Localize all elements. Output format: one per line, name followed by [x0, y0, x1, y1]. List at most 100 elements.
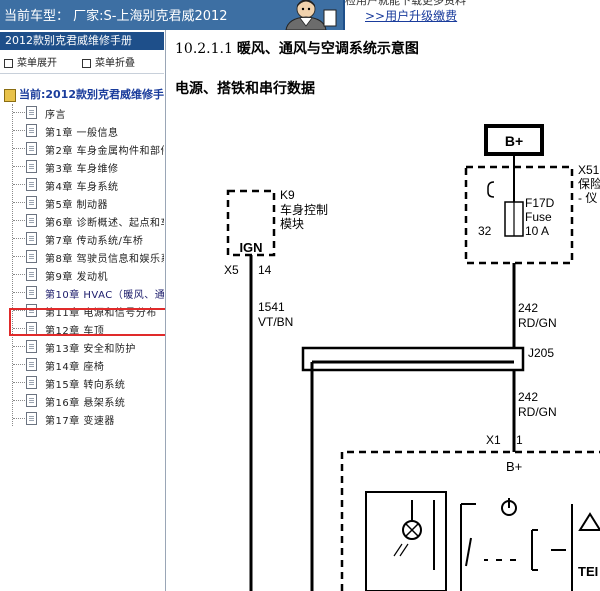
- wiring-diagram: B+ X51 保险 - 仪 F17D Fuse 10 A 32 K9 车身控制 …: [224, 124, 600, 591]
- document-icon: [26, 394, 37, 407]
- document-icon: [26, 268, 37, 281]
- x1-label: X1: [486, 433, 501, 447]
- document-icon: [26, 412, 37, 425]
- sidebar-tree-item[interactable]: 第14章 座椅: [0, 356, 164, 373]
- tree-item-label: 第12章 车顶: [45, 326, 105, 337]
- current-car-label: 当前车型： 厂家:S-上海别克君威2012: [4, 9, 228, 24]
- expand-menu-label: 菜单展开: [17, 58, 57, 69]
- support-person-icon: [285, 0, 337, 30]
- tree-item-label: 第8章 驾驶员信息和娱乐系统: [45, 254, 164, 265]
- upgrade-link[interactable]: >>用户升级缴费: [365, 9, 458, 23]
- tree-connector: [13, 292, 25, 293]
- sidebar-tree-item[interactable]: 第6章 诊断概述、起点和车辆: [0, 212, 164, 229]
- sidebar-tree-item[interactable]: 第10章 HVAC（暖风、通风与空调）: [0, 284, 164, 301]
- sidebar-tree-item[interactable]: 第4章 车身系统: [0, 176, 164, 193]
- tree-connector: [13, 256, 25, 257]
- wire-242-circuit: 242: [518, 301, 538, 315]
- fuse-block-name-1: 保险: [578, 176, 600, 191]
- sidebar-tree-item[interactable]: 第1章 一般信息: [0, 122, 164, 139]
- lamp-rays: [393, 543, 409, 557]
- sidebar-tree-item[interactable]: 序言: [0, 104, 164, 121]
- document-icon: [26, 376, 37, 389]
- lamp-cross: [404, 522, 420, 538]
- lamp-circuit-box: [365, 491, 447, 591]
- warning-triangle-icon: [578, 512, 600, 531]
- tree-item-label: 第7章 传动系统/车桥: [45, 236, 144, 247]
- k9-name-2: 模块: [280, 217, 304, 231]
- tree-connector: [13, 148, 25, 149]
- sidebar-tree-item[interactable]: 第17章 变速器: [0, 410, 164, 427]
- document-icon: [26, 286, 37, 299]
- document-icon: [26, 106, 37, 119]
- tree-guide-line: [12, 104, 13, 426]
- tree-connector: [13, 238, 25, 239]
- tree-item-label: 第9章 发动机: [45, 272, 109, 283]
- ign-label: IGN: [239, 240, 262, 255]
- sidebar-tree-item[interactable]: 第2章 车身金属构件和部件: [0, 140, 164, 157]
- tree-connector: [13, 346, 25, 347]
- tree-item-label: 第2章 车身金属构件和部件: [45, 146, 164, 157]
- x5-label: X5: [224, 263, 239, 277]
- fuse-id: F17D: [525, 196, 555, 210]
- hvac-module-outline: [340, 450, 600, 591]
- splice-pack: [301, 346, 525, 372]
- tree-item-label: 第11章 电源和信号分布: [45, 308, 157, 319]
- power-terminal-box: [484, 124, 544, 156]
- section-title: 暖风、通风与空调系统示意图: [236, 41, 419, 57]
- document-icon: [26, 304, 37, 317]
- tree-connector: [13, 310, 25, 311]
- power-label: B+: [505, 133, 523, 149]
- sidebar-tree-item[interactable]: 第8章 驾驶员信息和娱乐系统: [0, 248, 164, 265]
- document-icon: [26, 340, 37, 353]
- sidebar-tree-item[interactable]: 第9章 发动机: [0, 266, 164, 283]
- sidebar-tree-item[interactable]: 第13章 安全和防护: [0, 338, 164, 355]
- fuse-word: Fuse: [525, 210, 552, 224]
- wire-242-color: RD/GN: [518, 316, 557, 330]
- switch-blade: [465, 537, 472, 567]
- sidebar-tree-item[interactable]: 第3章 车身维修: [0, 158, 164, 175]
- tree-root[interactable]: 当前:2012款别克君威维修手册: [4, 86, 164, 102]
- collapse-icon: [82, 58, 91, 68]
- tree-item-label: 第5章 制动器: [45, 200, 109, 211]
- tree-item-label: 第17章 变速器: [45, 416, 115, 427]
- x5-pin: 14: [258, 263, 272, 277]
- bracket-symbol: [531, 529, 538, 571]
- section-number: 10.2.1.1: [175, 41, 233, 57]
- collapse-menu-button[interactable]: 菜单折叠: [82, 54, 135, 69]
- sidebar-tree-item[interactable]: 第7章 传动系统/车桥: [0, 230, 164, 247]
- sidebar-tree-item[interactable]: 第16章 悬架系统: [0, 392, 164, 409]
- tree-item-label: 序言: [45, 110, 66, 121]
- document-icon: [26, 358, 37, 371]
- document-icon: [26, 178, 37, 191]
- document-icon: [26, 160, 37, 173]
- tree-item-label: 第14章 座椅: [45, 362, 105, 373]
- diagram-subtitle: 电源、搭铁和串行数据: [175, 81, 315, 97]
- document-icon: [26, 322, 37, 335]
- tree-connector: [13, 382, 25, 383]
- notice-panel: 检用户就能下载更多资料 >>用户升级缴费: [343, 0, 600, 30]
- wire-1541-circuit: 1541: [258, 300, 285, 314]
- book-icon: [4, 88, 16, 102]
- tree-item-label: 第4章 车身系统: [45, 182, 119, 193]
- manual-title[interactable]: 2012款别克君威维修手册: [0, 32, 164, 50]
- tree-connector: [13, 418, 25, 419]
- tree-item-label: 第15章 转向系统: [45, 380, 126, 391]
- sidebar-tree-item[interactable]: 第5章 制动器: [0, 194, 164, 211]
- tree-connector: [13, 328, 25, 329]
- connector-symbol: [487, 181, 495, 198]
- tree-connector: [13, 202, 25, 203]
- wire-242-lower-circuit: 242: [518, 390, 538, 404]
- sidebar-tree-item[interactable]: 第12章 车顶: [0, 320, 164, 337]
- menu-actions: 菜单展开 菜单折叠: [0, 52, 164, 70]
- tree-connector: [13, 166, 25, 167]
- expand-menu-button[interactable]: 菜单展开: [4, 54, 57, 69]
- sidebar-divider: [0, 73, 164, 74]
- sidebar-tree-item[interactable]: 第11章 电源和信号分布: [0, 302, 164, 319]
- sidebar-tree-item[interactable]: 第15章 转向系统: [0, 374, 164, 391]
- fuse-block-outline: [464, 165, 574, 265]
- fuse-block-name-2: - 仪: [578, 191, 597, 205]
- tree-connector: [13, 274, 25, 275]
- expand-icon: [4, 58, 13, 68]
